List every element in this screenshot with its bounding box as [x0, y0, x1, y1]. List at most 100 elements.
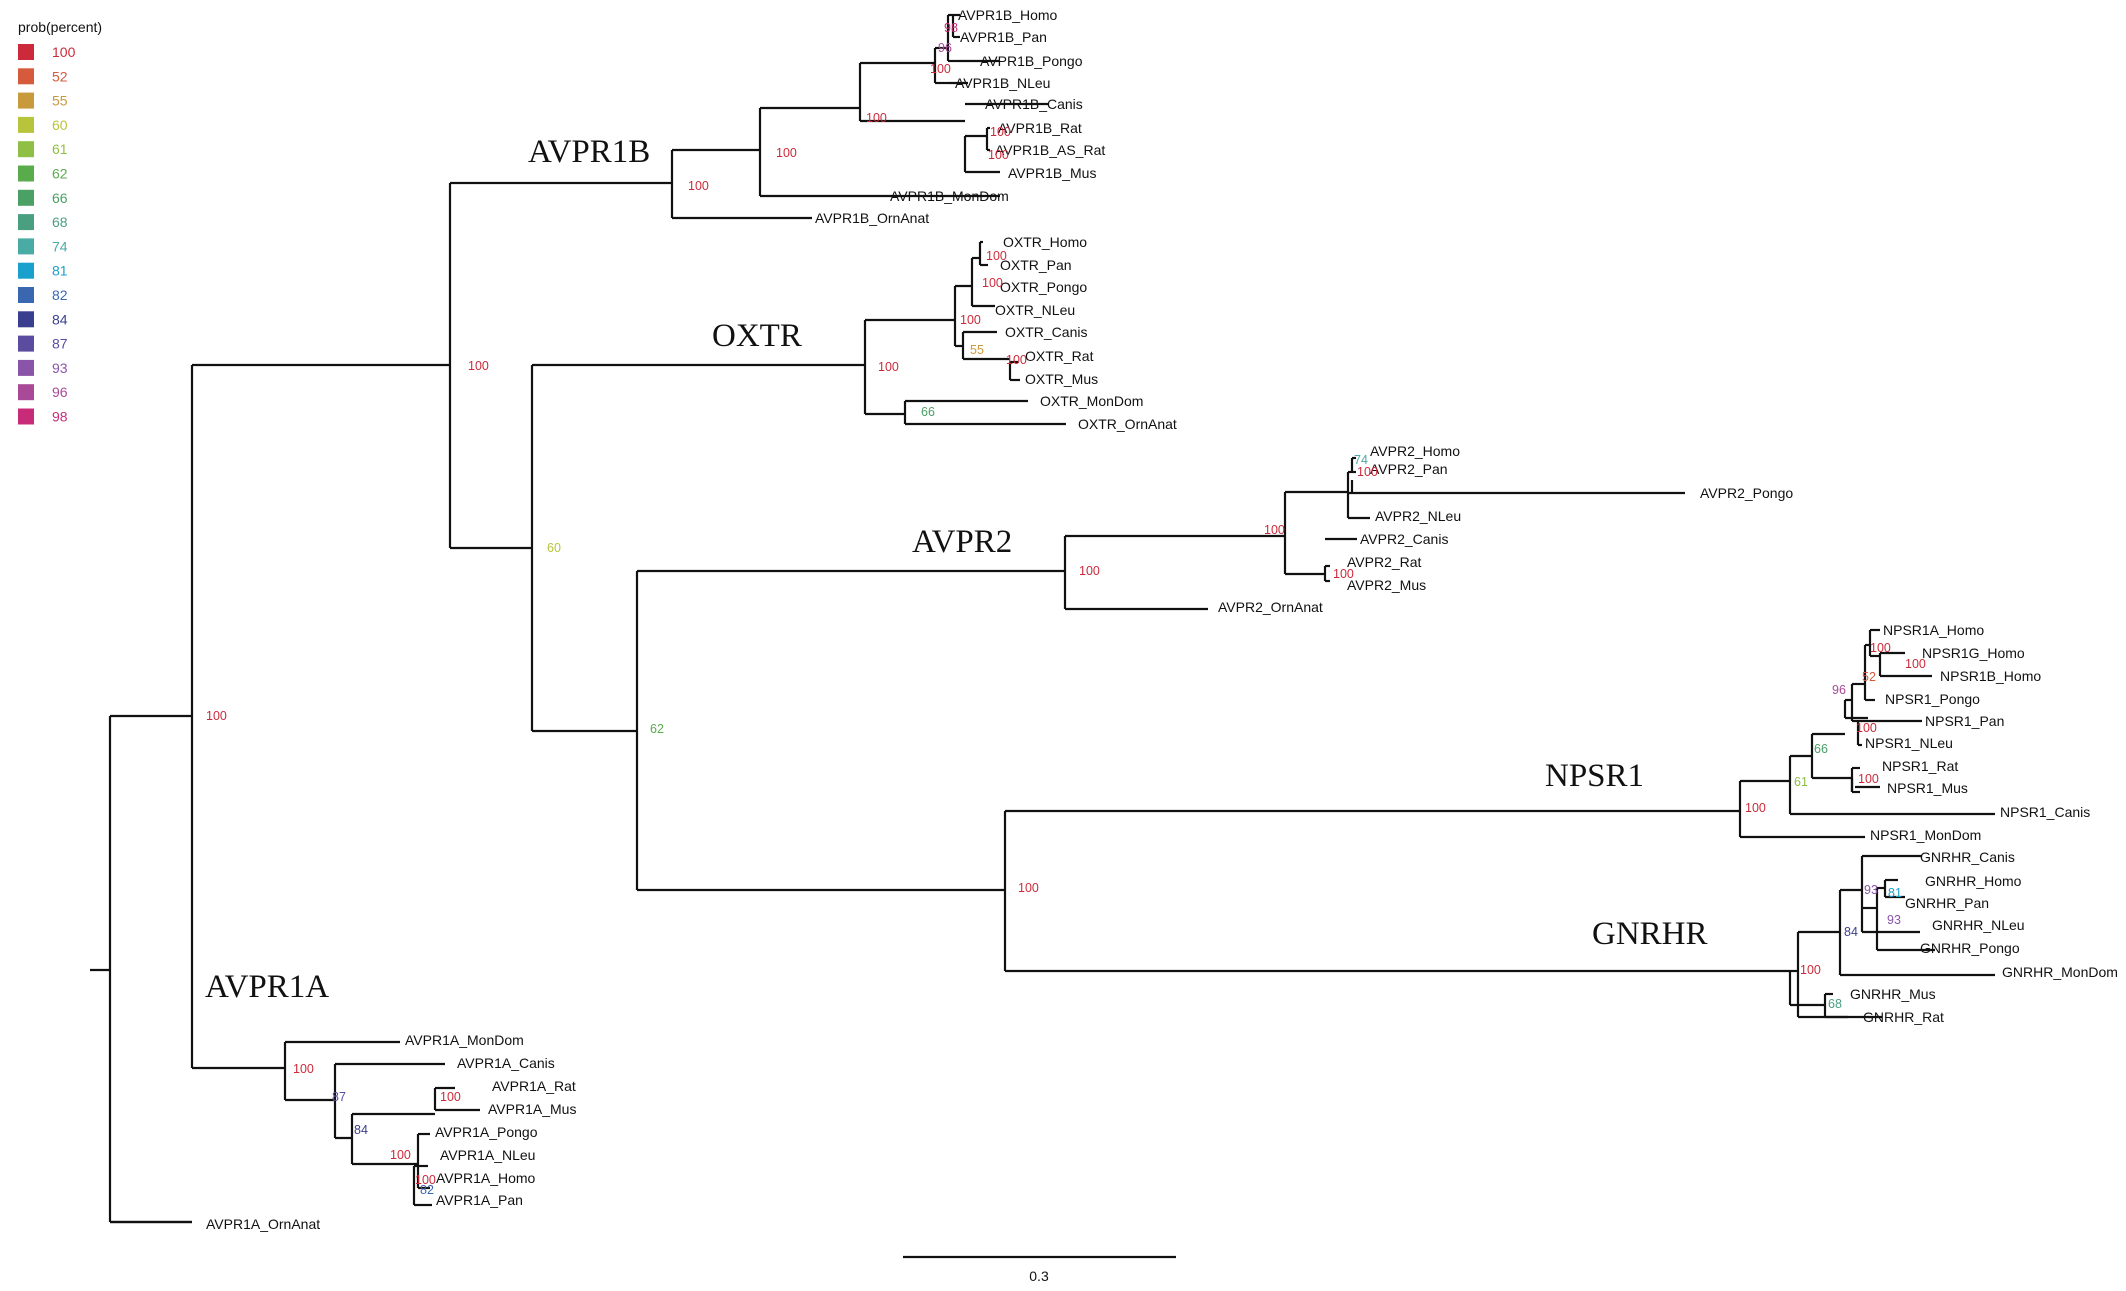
tip-label: OXTR_Mus: [1025, 371, 1098, 387]
legend-label: 55: [52, 93, 68, 109]
support-value: 100: [1800, 963, 1821, 977]
support-value: 100: [390, 1148, 411, 1162]
tip-label: AVPR2_Homo: [1370, 443, 1460, 459]
support-values: 9896100100100100100100100100100100551001…: [206, 21, 1926, 1197]
support-value: 66: [1814, 742, 1828, 756]
tip-label: OXTR_MonDom: [1040, 393, 1143, 409]
tip-label: GNRHR_NLeu: [1932, 917, 2025, 933]
tip-label: OXTR_OrnAnat: [1078, 416, 1177, 432]
support-value: 55: [970, 343, 984, 357]
legend-label: 60: [52, 117, 68, 133]
tip-label: AVPR1B_Canis: [985, 96, 1083, 112]
support-value: 96: [1832, 683, 1846, 697]
tip-label: AVPR1A_Canis: [457, 1055, 555, 1071]
support-value: 100: [866, 111, 887, 125]
tip-label: OXTR_Pongo: [1000, 279, 1087, 295]
tip-label: AVPR1B_NLeu: [955, 75, 1050, 91]
tip-label: AVPR1A_Rat: [492, 1078, 576, 1094]
tip-label: OXTR_Rat: [1025, 348, 1094, 364]
clade-label-gnrhr: GNRHR: [1592, 916, 1708, 952]
tip-label: AVPR1B_Pan: [960, 29, 1047, 45]
support-value: 100: [930, 62, 951, 76]
scale-bar: 0.3: [903, 1255, 1176, 1284]
support-value: 100: [415, 1173, 436, 1187]
support-value: 74: [1354, 453, 1368, 467]
legend-swatch: [18, 359, 34, 376]
tip-label: OXTR_Canis: [1005, 324, 1087, 340]
legend-label: 82: [52, 287, 68, 303]
tip-label: AVPR1A_Mus: [488, 1101, 576, 1117]
tip-label: GNRHR_Pan: [1905, 895, 1989, 911]
legend-swatch: [18, 287, 34, 303]
support-value: 100: [1006, 353, 1027, 367]
tip-label: AVPR2_Pongo: [1700, 485, 1793, 501]
legend-swatch: [18, 384, 34, 401]
tip-label: NPSR1_MonDom: [1870, 827, 1981, 843]
legend-swatch: [18, 165, 34, 182]
legend-swatch: [18, 214, 34, 231]
tip-label: AVPR2_OrnAnat: [1218, 599, 1323, 615]
legend-label: 87: [52, 336, 68, 352]
tip-label: AVPR1A_NLeu: [440, 1147, 535, 1163]
support-value: 100: [878, 360, 899, 374]
tip-label: GNRHR_Homo: [1925, 873, 2022, 889]
tip-label: NPSR1_Pan: [1925, 713, 2004, 729]
legend-label: 74: [52, 238, 68, 254]
tip-label: OXTR_Pan: [1000, 257, 1072, 273]
tip-label: AVPR2_Rat: [1347, 554, 1422, 570]
tip-label: GNRHR_MonDom: [2002, 964, 2118, 980]
support-value: 100: [1357, 465, 1378, 479]
tip-label: GNRHR_Rat: [1863, 1009, 1944, 1025]
support-value: 100: [982, 276, 1003, 290]
clade-label-oxtr: OXTR: [712, 318, 802, 354]
clade-label-avpr2: AVPR2: [912, 524, 1012, 560]
support-value: 100: [1264, 523, 1285, 537]
support-value: 100: [986, 249, 1007, 263]
support-value: 100: [293, 1062, 314, 1076]
legend-label: 52: [52, 68, 68, 84]
support-value: 100: [1905, 657, 1926, 671]
support-value: 100: [1333, 567, 1354, 581]
tip-label: NPSR1_Mus: [1887, 780, 1968, 796]
legend-swatch: [18, 262, 34, 279]
legend-label: 68: [52, 214, 68, 230]
legend-swatch: [18, 68, 34, 85]
legend-label: 96: [52, 384, 68, 400]
tip-label: AVPR1A_Pongo: [435, 1124, 538, 1140]
tip-label: NPSR1G_Homo: [1922, 645, 2025, 661]
support-value: 100: [990, 125, 1011, 139]
legend-label: 84: [52, 311, 68, 327]
support-value: 96: [938, 41, 952, 55]
tip-label: AVPR2_Mus: [1347, 577, 1426, 593]
clade-label-avpr1b: AVPR1B: [528, 134, 650, 170]
support-value: 100: [1856, 721, 1877, 735]
legend-label: 66: [52, 190, 68, 206]
support-legend: prob(percent) 10052556061626668748182848…: [18, 19, 102, 425]
legend-swatch: [18, 189, 34, 206]
tip-label: AVPR2_Pan: [1370, 461, 1448, 477]
support-value: 60: [547, 541, 561, 555]
support-value: 100: [1745, 801, 1766, 815]
tip-label: AVPR1B_Homo: [958, 7, 1058, 23]
tip-label: AVPR1A_Homo: [436, 1170, 536, 1186]
scale-bar-label: 0.3: [1029, 1268, 1049, 1284]
legend-swatch: [18, 238, 34, 255]
tip-label: AVPR1B_Rat: [998, 120, 1082, 136]
tip-label: AVPR2_NLeu: [1375, 508, 1461, 524]
tip-label: AVPR1B_MonDom: [890, 188, 1009, 204]
tip-label: OXTR_NLeu: [995, 302, 1075, 318]
tip-label: NPSR1_Canis: [2000, 804, 2090, 820]
legend-swatch: [18, 408, 34, 425]
legend-swatch: [18, 92, 34, 109]
legend-swatch: [18, 44, 34, 60]
support-value: 100: [776, 146, 797, 160]
support-value: 100: [440, 1090, 461, 1104]
tip-label: NPSR1_Rat: [1882, 758, 1958, 774]
tip-label: GNRHR_Mus: [1850, 986, 1936, 1002]
tip-labels: AVPR1B_HomoAVPR1B_PanAVPR1B_PongoAVPR1B_…: [206, 7, 2118, 1232]
support-value: 93: [1887, 913, 1901, 927]
legend-label: 93: [52, 360, 68, 376]
legend-swatch: [18, 311, 34, 328]
legend-label: 61: [52, 141, 68, 157]
